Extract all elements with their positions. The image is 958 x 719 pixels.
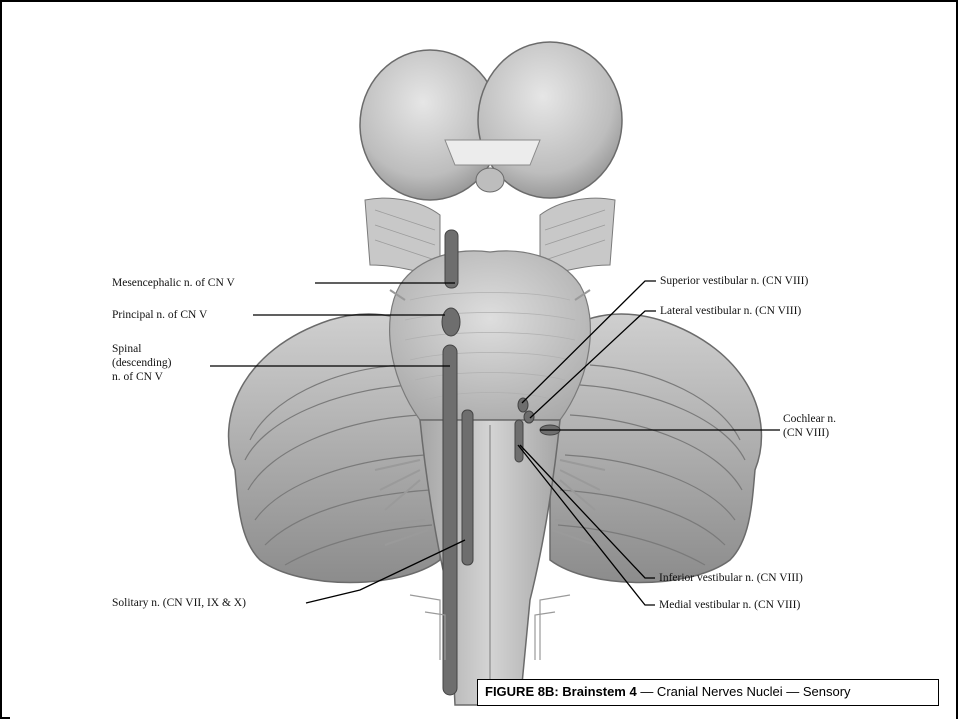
label-medial-vestibular: Medial vestibular n. (CN VIII) [659,598,800,612]
figure-caption: FIGURE 8B: Brainstem 4 — Cranial Nerves … [477,679,939,706]
pons [390,251,591,420]
label-spinal-line1: Spinal [112,342,141,356]
label-cochlear-line2: (CN VIII) [783,426,829,440]
label-cochlear-line1: Cochlear n. [783,412,836,426]
medulla [420,420,560,705]
label-principal-nucleus: Principal n. of CN V [112,308,207,322]
caption-title: FIGURE 8B: Brainstem 4 [485,684,637,699]
label-superior-vestibular: Superior vestibular n. (CN VIII) [660,274,808,288]
label-spinal-line3: n. of CN V [112,370,163,384]
caption-subtitle: — Cranial Nerves Nuclei — Sensory [637,684,851,699]
label-lateral-vestibular: Lateral vestibular n. (CN VIII) [660,304,801,318]
label-mesencephalic-nucleus: Mesencephalic n. of CN V [112,276,235,290]
label-spinal-line2: (descending) [112,356,171,370]
label-inferior-vestibular: Inferior vestibular n. (CN VIII) [659,571,803,585]
colliculi [360,42,622,200]
label-solitary-nucleus: Solitary n. (CN VII, IX & X) [112,596,246,610]
